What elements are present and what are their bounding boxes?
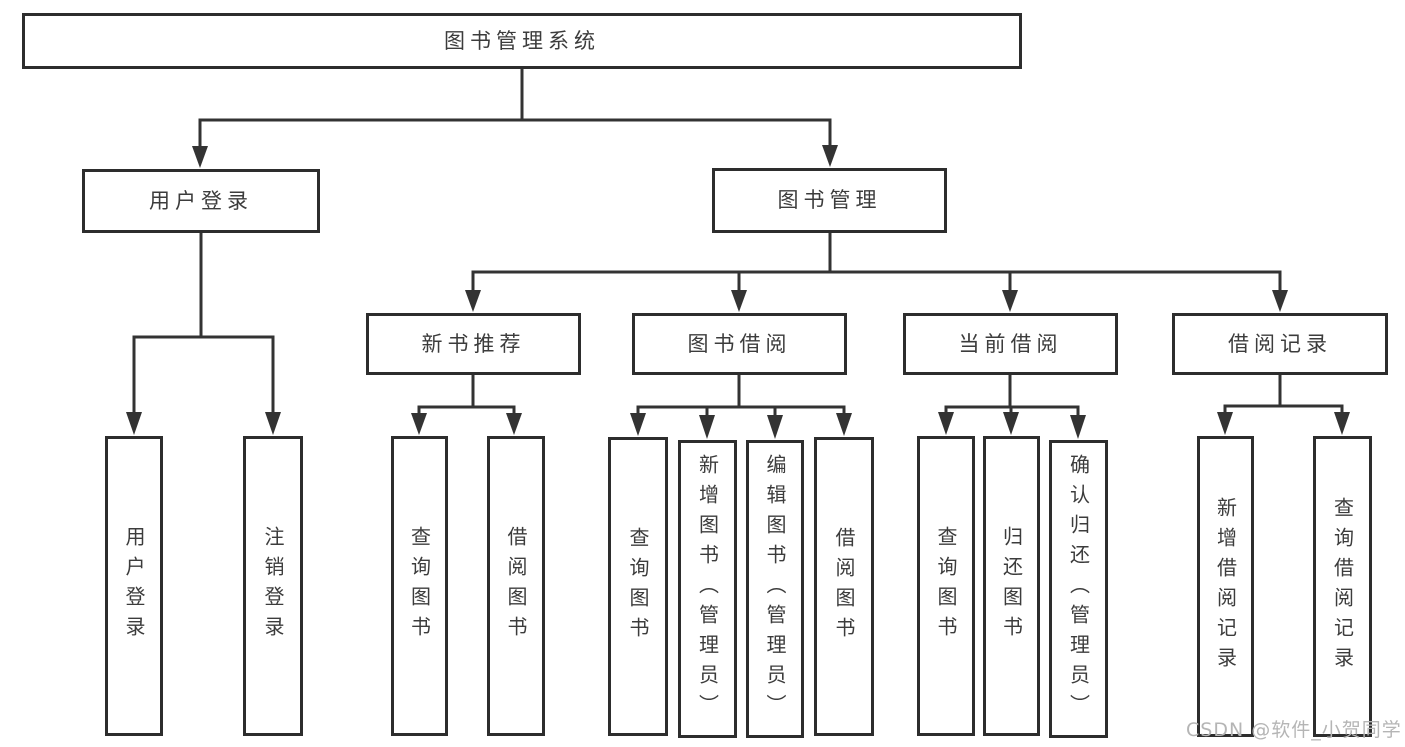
- node-book-borrowing: 图书借阅: [632, 313, 847, 375]
- node-leaf-confirm-return-admin: 确认归还（管理员）: [1049, 440, 1108, 738]
- arrowhead: [938, 412, 954, 435]
- node-label: 借阅图书: [832, 526, 856, 647]
- arrowhead: [1334, 412, 1350, 435]
- arrowhead: [699, 415, 715, 439]
- node-label: 确认归还（管理员）: [1066, 454, 1091, 724]
- node-leaf-borrow-books-1: 借阅图书: [487, 436, 545, 736]
- arrowhead: [1003, 412, 1019, 435]
- arrowhead: [411, 413, 427, 435]
- arrowhead: [465, 290, 481, 312]
- node-user-login: 用户登录: [82, 169, 320, 233]
- watermark: CSDN @软件_小贺同学: [1186, 719, 1402, 741]
- node-borrowing-records: 借阅记录: [1172, 313, 1388, 375]
- arrowhead: [1002, 290, 1018, 312]
- node-library-management-system: 图书管理系统: [22, 13, 1022, 69]
- node-label: 查询借阅记录: [1330, 496, 1355, 677]
- arrowhead: [1217, 412, 1233, 435]
- node-leaf-add-books-admin: 新增图书（管理员）: [678, 440, 737, 738]
- arrowhead: [836, 413, 852, 436]
- connector-book-mgmt-to-level3: [465, 233, 1288, 312]
- node-leaf-return-books: 归还图书: [983, 436, 1040, 736]
- arrowhead: [731, 290, 747, 312]
- node-label: 用户登录: [122, 526, 146, 646]
- node-new-book-recommendation: 新书推荐: [366, 313, 581, 375]
- node-label: 借阅图书: [504, 526, 528, 646]
- node-label: 注销登录: [261, 526, 285, 646]
- node-label: 新增图书（管理员）: [695, 454, 720, 724]
- node-leaf-query-books-2: 查询图书: [608, 437, 668, 736]
- connector-root-to-level2: [192, 68, 838, 168]
- arrowhead: [126, 412, 142, 435]
- node-current-borrowing: 当前借阅: [903, 313, 1118, 375]
- arrowhead: [1070, 415, 1086, 439]
- node-label: 查询图书: [934, 526, 958, 646]
- node-leaf-edit-books-admin: 编辑图书（管理员）: [746, 440, 804, 738]
- arrowhead: [630, 413, 646, 436]
- node-leaf-add-borrow-record: 新增借阅记录: [1197, 436, 1254, 737]
- arrowhead: [506, 413, 522, 435]
- connector-user-login-to-leaves: [126, 233, 281, 435]
- arrowhead: [767, 415, 783, 439]
- connector-borrow-records-to-leaves: [1217, 375, 1350, 435]
- node-label: 查询图书: [407, 526, 432, 646]
- node-leaf-logout: 注销登录: [243, 436, 303, 736]
- node-book-management: 图书管理: [712, 168, 947, 233]
- arrowhead: [822, 145, 838, 167]
- node-leaf-query-books-3: 查询图书: [917, 436, 975, 736]
- node-leaf-user-login: 用户登录: [105, 436, 163, 736]
- node-label: 新增借阅记录: [1213, 496, 1238, 677]
- node-label: 归还图书: [999, 526, 1024, 646]
- arrowhead: [192, 146, 208, 168]
- node-leaf-borrow-books-2: 借阅图书: [814, 437, 874, 736]
- node-leaf-query-borrow-record: 查询借阅记录: [1313, 436, 1372, 737]
- connector-book-borrow-to-leaves: [630, 375, 852, 439]
- node-label: 查询图书: [626, 526, 650, 647]
- node-leaf-query-books-1: 查询图书: [391, 436, 448, 736]
- connector-current-borrow-to-leaves: [938, 375, 1086, 439]
- arrowhead: [1272, 290, 1288, 312]
- arrowhead: [265, 412, 281, 435]
- node-label: 编辑图书（管理员）: [763, 454, 787, 724]
- connector-new-book-rec-to-leaves: [411, 375, 522, 435]
